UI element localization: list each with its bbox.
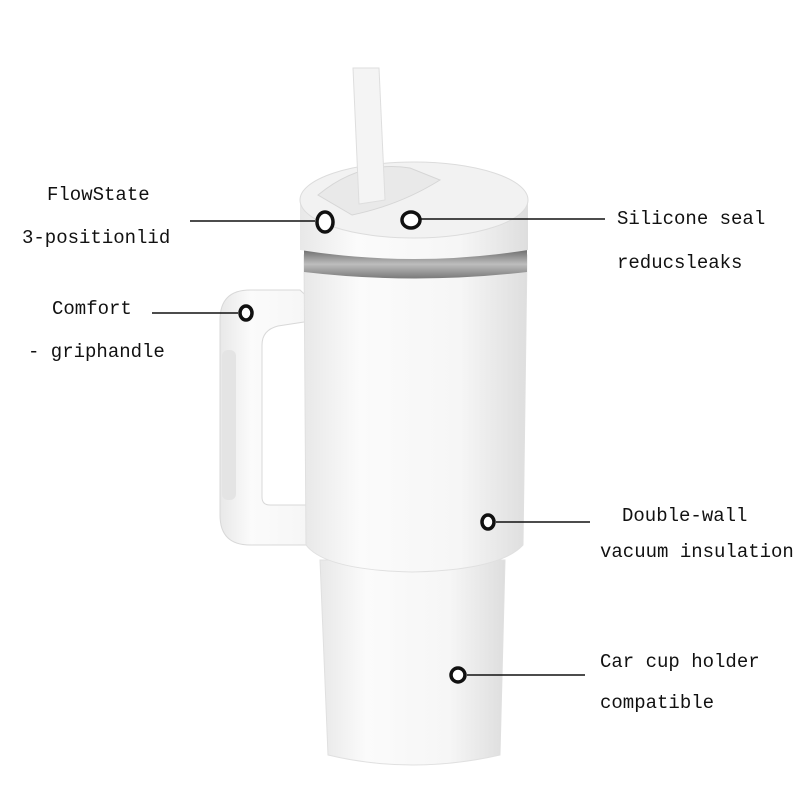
- steel-band: [304, 250, 527, 279]
- label-lid-line2: 3-positionlid: [22, 227, 171, 249]
- tumbler-base: [319, 559, 506, 766]
- tumbler-body: [303, 254, 528, 573]
- label-seal-line1: Silicone seal: [617, 208, 766, 230]
- callout-dot-seal: [400, 210, 422, 230]
- callouts: [152, 218, 605, 676]
- label-handle-line2: - griphandle: [28, 341, 165, 363]
- label-lid-line1: FlowState: [47, 184, 150, 206]
- label-insulation-line2: vacuum insulation: [600, 541, 794, 563]
- label-seal-line2: reducsleaks: [617, 252, 743, 274]
- label-handle-line1: Comfort: [52, 298, 132, 320]
- label-holder-line2: compatible: [600, 692, 715, 714]
- straw: [352, 67, 386, 205]
- label-holder-line1: Car cup holder: [600, 651, 760, 673]
- callout-dot-holder: [449, 666, 467, 684]
- callout-dot-lid: [315, 210, 335, 234]
- handle-grip: [222, 350, 236, 500]
- callout-dot-insulation: [480, 513, 496, 531]
- label-insulation-line1: Double-wall: [622, 505, 748, 527]
- callout-dot-handle: [238, 304, 254, 322]
